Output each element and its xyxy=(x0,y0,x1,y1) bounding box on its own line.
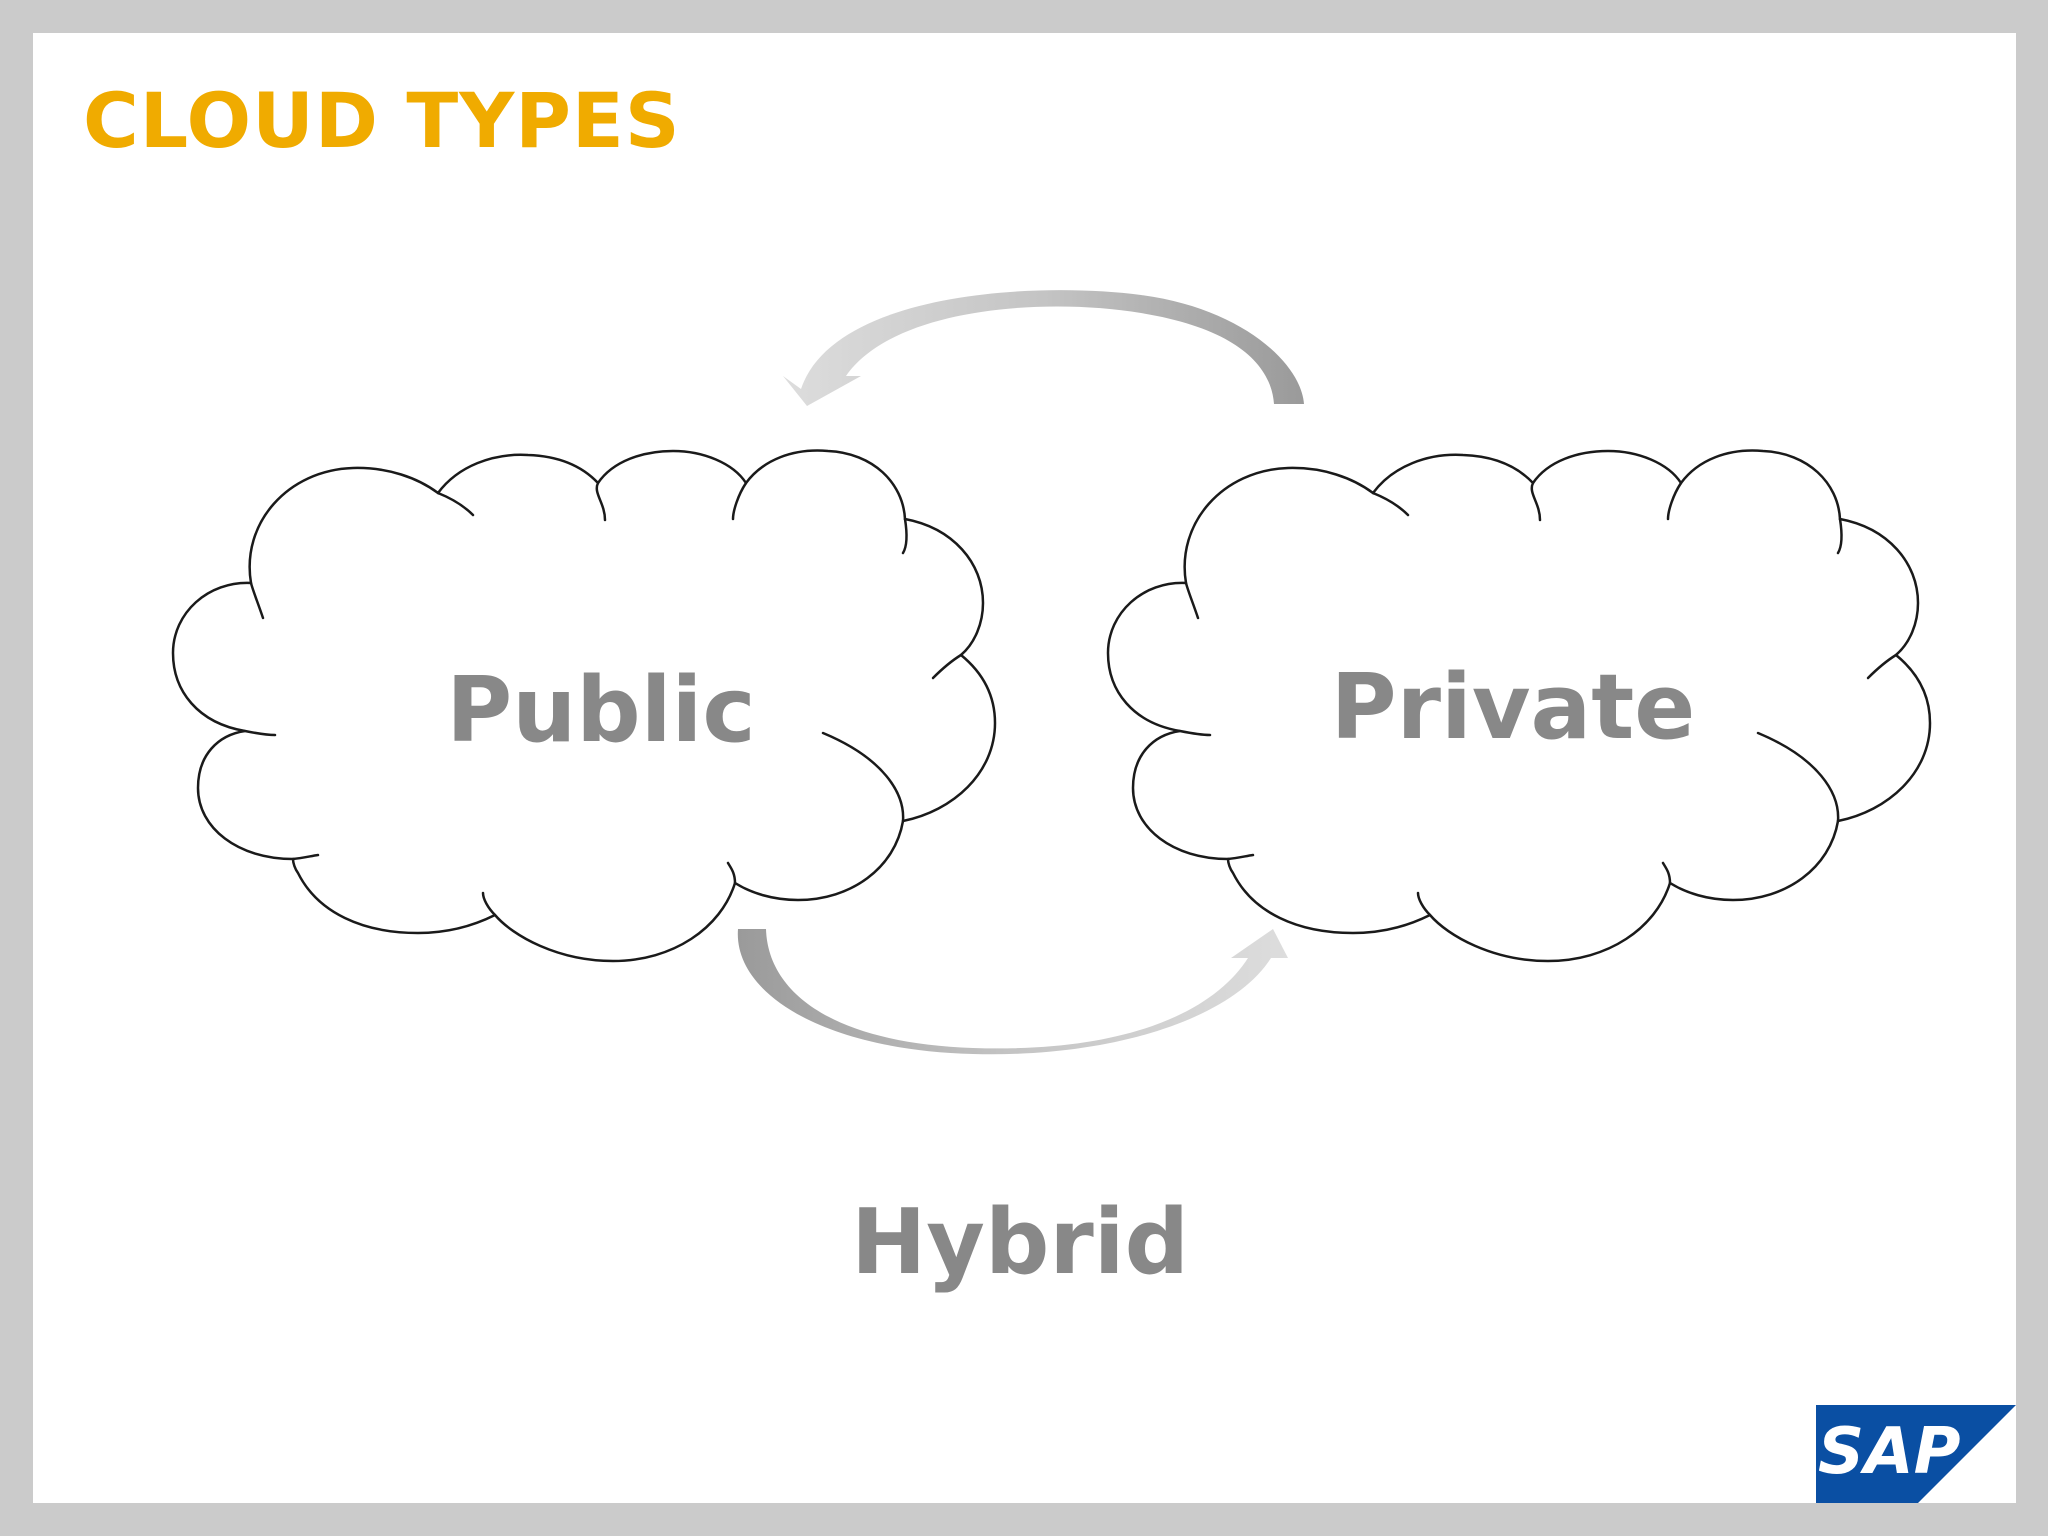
cloud-types-diagram: Public Private Hybrid xyxy=(171,290,1932,1295)
slide-canvas: CLOUD TYPES xyxy=(33,33,2016,1503)
arrow-private-to-public xyxy=(783,290,1304,406)
sap-logo: SAP ® xyxy=(1816,1405,2016,1503)
sap-logo-background xyxy=(1816,1405,2016,1503)
private-label: Private xyxy=(1331,655,1696,760)
sap-logo-text: SAP xyxy=(1818,1415,1961,1489)
registered-mark: ® xyxy=(1938,1488,1950,1502)
slide-title: CLOUD TYPES xyxy=(83,76,681,165)
public-label: Public xyxy=(446,658,756,763)
public-cloud: Public xyxy=(171,449,997,963)
private-cloud: Private xyxy=(1106,449,1932,963)
arrow-public-to-private xyxy=(737,929,1288,1055)
hybrid-label: Hybrid xyxy=(851,1190,1189,1295)
